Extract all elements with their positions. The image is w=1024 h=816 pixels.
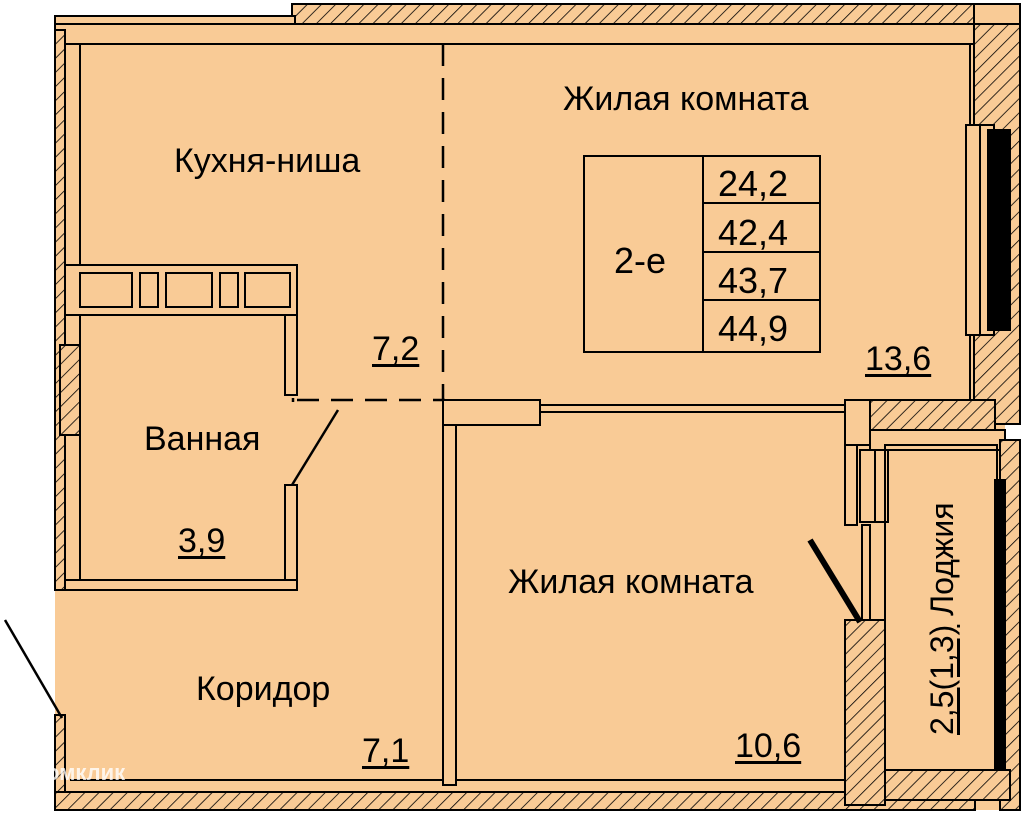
living-room-small-area: 10,6 xyxy=(735,727,802,765)
corridor-area: 7,1 xyxy=(362,732,410,770)
living-room-big-area: 13,6 xyxy=(865,340,932,378)
living-room-small-label: Жилая комната xyxy=(508,563,754,601)
summary-table xyxy=(583,155,821,353)
living-room-big-label: Жилая комната xyxy=(563,80,809,118)
bathroom-label: Ванная xyxy=(144,420,261,458)
loggia-label: Лоджия xyxy=(924,502,960,616)
loggia-area: 2,5(1,3) xyxy=(924,624,960,735)
kitchen-area: 7,2 xyxy=(372,330,420,368)
corridor-label: Коридор xyxy=(196,670,331,708)
area-total: 42,4 xyxy=(718,212,789,253)
area-living: 24,2 xyxy=(718,163,789,204)
area-total-with-loggia-reduced: 43,7 xyxy=(718,260,789,301)
loggia-outline xyxy=(884,444,1006,771)
kitchen-label: Кухня-ниша xyxy=(174,142,361,180)
bathroom-area: 3,9 xyxy=(178,522,226,560)
interior-walls xyxy=(442,399,889,786)
loggia-label-group: 2,5(1,3) Лоджия xyxy=(924,502,961,735)
area-total-with-loggia: 44,9 xyxy=(718,308,789,349)
apartment-type: 2-е xyxy=(614,240,667,281)
bathroom-walls xyxy=(59,264,298,591)
window-right-top xyxy=(965,124,1011,336)
watermark-logo: Домклик xyxy=(30,760,126,785)
zone-dividers xyxy=(297,44,445,402)
doors xyxy=(3,398,863,719)
